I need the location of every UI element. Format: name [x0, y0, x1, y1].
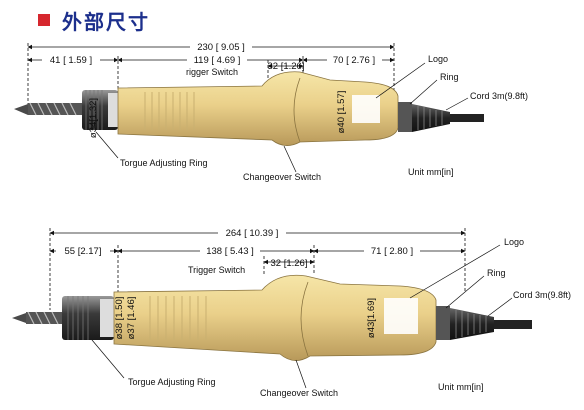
bottom-cord-label: Cord 3m(9.8ft) — [513, 290, 571, 300]
top-dim-body-dia: ø40 [1.57] — [336, 91, 347, 134]
bottom-dim-nose: 55 [2.17] — [65, 246, 102, 257]
top-drawing: 230 [ 9.05 ] 41 [ 1.59 ] 119 [ 4.69 ] 70… — [14, 41, 528, 182]
top-unit-label: Unit mm[in] — [408, 167, 454, 177]
bottom-body — [113, 274, 437, 361]
section-header: 外部尺寸 — [38, 6, 150, 34]
top-dim-body: 119 [ 4.69 ] — [194, 55, 241, 66]
top-cord-label: Cord 3m(9.8ft) — [470, 91, 528, 101]
section-title: 外部尺寸 — [62, 9, 150, 34]
bottom-cord — [436, 306, 532, 340]
top-chuck — [82, 90, 118, 130]
top-dim-trigger: 32 [1.26] — [268, 61, 305, 72]
bottom-dim-body-dia: ø43[1.69] — [366, 298, 377, 338]
section-marker — [38, 14, 50, 26]
bottom-drill-bit — [12, 311, 62, 325]
bottom-drawing: 264 [ 10.39 ] 55 [2.17] 138 [ 5.43 ] 71 … — [12, 227, 571, 398]
bottom-ring-label: Ring — [487, 268, 506, 278]
top-dim-nose: 41 [ 1.59 ] — [50, 55, 92, 66]
top-changeover-label: Changeover Switch — [243, 172, 321, 182]
bottom-logo-label: Logo — [504, 237, 524, 247]
bottom-dim-body: 138 [ 5.43 ] — [206, 246, 254, 257]
top-dim-overall: 230 [ 9.05 ] — [197, 42, 245, 53]
top-ring-label: Ring — [440, 72, 459, 82]
top-trigger-label: rigger Switch — [186, 67, 238, 77]
top-dim-front-dia: ø34[1.32] — [88, 98, 99, 138]
top-cord — [398, 102, 484, 132]
bottom-dim-dia-a: ø38 [1.50] — [114, 297, 125, 340]
top-drill-bit — [14, 102, 82, 116]
top-dim-rear: 70 [ 2.76 ] — [333, 55, 375, 66]
top-logo-label: Logo — [428, 54, 448, 64]
bottom-dim-dia-b: ø37 [1.46] — [126, 297, 137, 340]
bottom-unit-label: Unit mm[in] — [438, 382, 484, 392]
top-body — [117, 71, 399, 146]
bottom-dim-trigger: 32 [1.26] — [271, 258, 308, 269]
bottom-dim-overall: 264 [ 10.39 ] — [226, 228, 279, 239]
bottom-torque-ring-label: Torgue Adjusting Ring — [128, 377, 216, 387]
bottom-trigger-label: Trigger Switch — [188, 265, 245, 275]
bottom-changeover-label: Changeover Switch — [260, 388, 338, 398]
top-torque-ring-label: Torgue Adjusting Ring — [120, 158, 208, 168]
bottom-chuck — [62, 296, 114, 340]
bottom-dim-rear: 71 [ 2.80 ] — [371, 246, 413, 257]
